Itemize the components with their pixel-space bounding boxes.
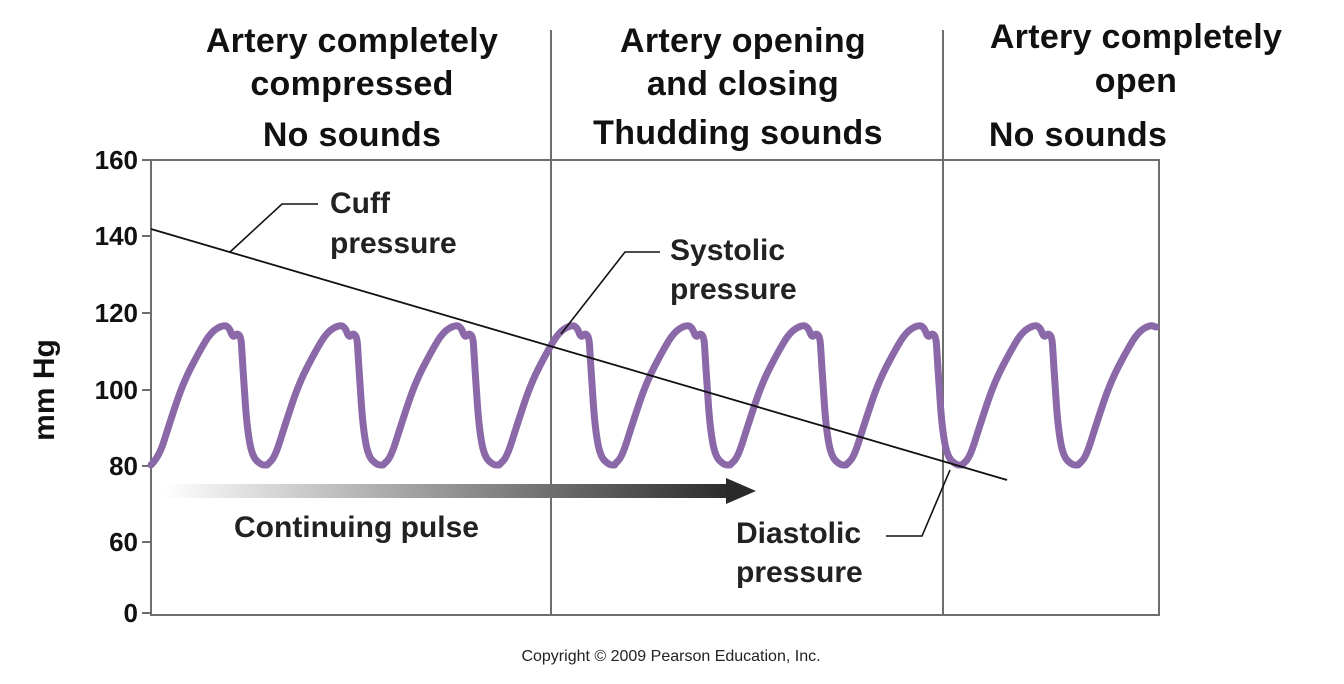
- diastolic-pressure-label-line-2: pressure: [736, 556, 863, 589]
- phase-1-title-line-1: Artery completely: [206, 22, 498, 60]
- cuff-pressure-label-line-2: pressure: [330, 227, 457, 260]
- phase-2-sound-label: Thudding sounds: [593, 114, 883, 152]
- systolic-pressure-label-line-2: pressure: [670, 273, 797, 306]
- phase-3-sound-label: No sounds: [989, 116, 1167, 154]
- y-tick-label: 0: [124, 598, 138, 628]
- copyright-notice: Copyright © 2009 Pearson Education, Inc.: [521, 648, 820, 665]
- y-tick-label: 60: [109, 527, 138, 557]
- y-tick-label: 80: [109, 451, 138, 481]
- phase-1-sound-label: No sounds: [263, 116, 441, 154]
- phase-3-title-line-2: open: [1095, 62, 1177, 100]
- cuff-pressure-leader: [229, 203, 318, 253]
- continuing-pulse-label: Continuing pulse: [234, 511, 479, 544]
- systolic-pressure-label-line-1: Systolic: [670, 234, 785, 267]
- y-tick-label: 100: [95, 375, 138, 405]
- y-tick-label: 160: [95, 145, 138, 175]
- pulse-waveform: [147, 322, 1160, 469]
- diastolic-pressure-leader: [886, 469, 951, 537]
- phase-3-title-line-1: Artery completely: [990, 18, 1282, 56]
- phase-2-title-line-2: and closing: [647, 65, 839, 103]
- y-tick-label: 140: [95, 221, 138, 251]
- y-axis-label: mm Hg: [28, 339, 61, 441]
- systolic-pressure-leader: [560, 251, 660, 335]
- diastolic-pressure-label-line-1: Diastolic: [736, 517, 861, 550]
- plot-frame: [150, 159, 1160, 616]
- phase-2-title-line-1: Artery opening: [620, 22, 866, 60]
- continuing-pulse-arrowhead: [726, 478, 756, 504]
- y-tick-label: 120: [95, 298, 138, 328]
- phase-1-title-line-2: compressed: [250, 65, 453, 103]
- continuing-pulse-arrow-shaft: [163, 484, 733, 498]
- cuff-pressure-label-line-1: Cuff: [330, 187, 391, 220]
- cuff-pressure-line: [150, 228, 1008, 481]
